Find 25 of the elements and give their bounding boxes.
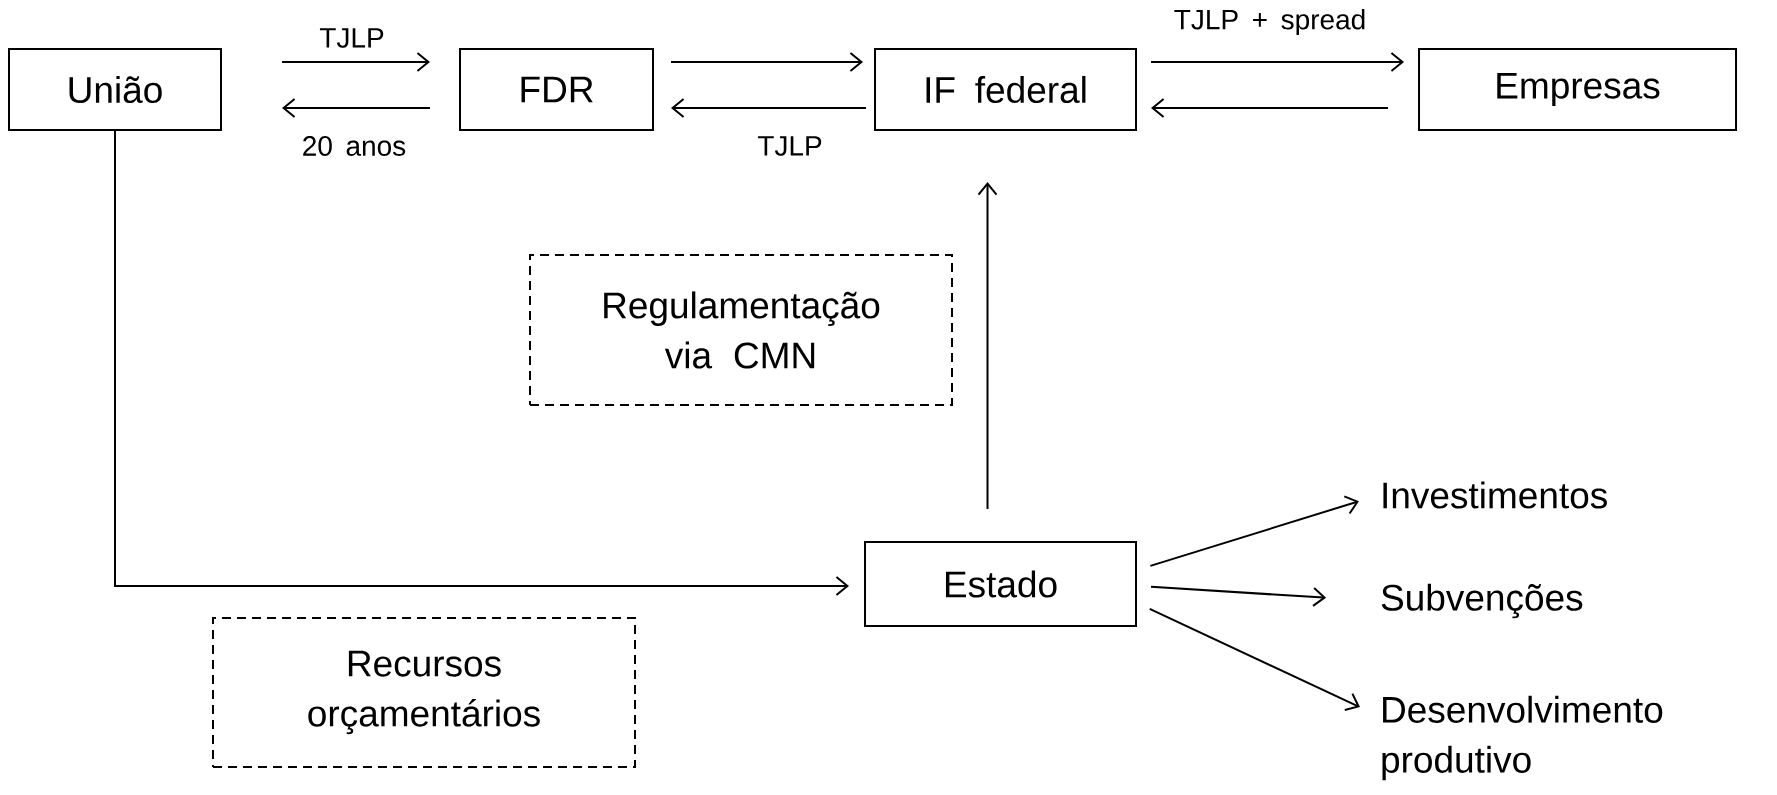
output-text: Investimentos — [1383, 481, 1607, 509]
arrow — [282, 98, 431, 118]
process-box: Empresas — [1418, 48, 1737, 131]
output-text: Subvenções — [1381, 583, 1583, 619]
edge-label: TJLP — [756, 135, 824, 157]
arrow — [1149, 495, 1359, 567]
arrow — [1151, 98, 1389, 118]
arrow — [281, 52, 430, 72]
arrow — [977, 182, 998, 510]
arrow — [1148, 607, 1360, 711]
arrow — [114, 130, 849, 596]
arrow — [671, 98, 867, 118]
edge-label: TJLP — [318, 27, 386, 49]
note-box: Recursos orçamentários — [212, 617, 636, 768]
note-box: Regulamentação via CMN — [529, 254, 953, 406]
process-box: FDR — [459, 48, 654, 131]
process-box: União — [8, 48, 222, 131]
edge-label: TJLP + spread — [1172, 7, 1368, 37]
edge-label: 20 anos — [300, 135, 408, 157]
process-box: Estado — [864, 541, 1137, 627]
arrow — [1150, 52, 1404, 72]
arrow — [670, 52, 863, 72]
process-box: IF federal — [874, 48, 1137, 131]
output-text: Desenvolvimento produtivo — [1382, 695, 1663, 781]
arrow — [1150, 585, 1327, 607]
